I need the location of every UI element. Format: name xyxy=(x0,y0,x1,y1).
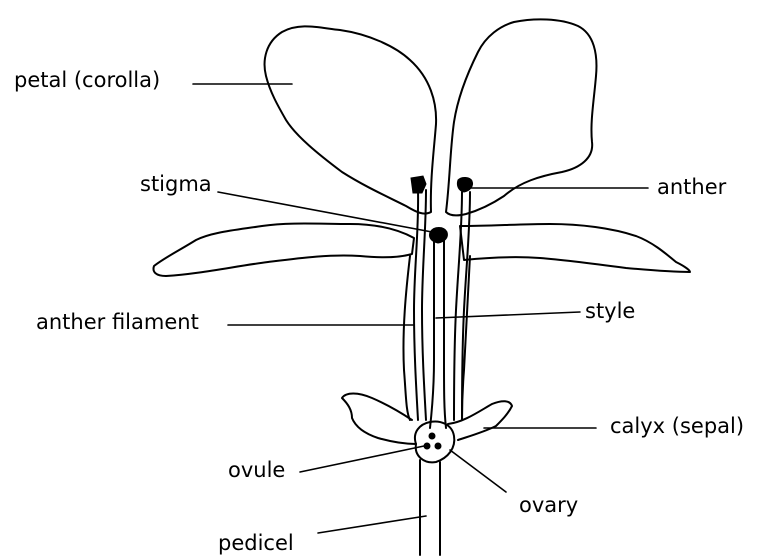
label-anther-filament: anther filament xyxy=(36,310,199,334)
label-stigma: stigma xyxy=(140,172,212,196)
style-line xyxy=(430,240,446,428)
ovule-dot-1 xyxy=(429,433,435,439)
left-sepal xyxy=(342,394,416,445)
label-pedicel: pedicel xyxy=(218,531,294,555)
right-anther xyxy=(457,177,472,192)
leader-pedicel xyxy=(318,516,426,533)
right-sepal xyxy=(448,401,512,440)
left-lower-petal xyxy=(154,224,415,277)
left-filament xyxy=(414,190,426,420)
ovule-dot-2 xyxy=(424,443,430,449)
ovule-dot-3 xyxy=(435,443,441,449)
left-anther xyxy=(411,176,426,193)
label-calyx: calyx (sepal) xyxy=(610,414,744,438)
label-anther: anther xyxy=(657,175,727,199)
pedicel-stalk xyxy=(420,460,440,555)
leader-style xyxy=(436,312,580,318)
ovary-outline xyxy=(415,422,454,463)
label-petal: petal (corolla) xyxy=(14,68,160,92)
leader-ovary xyxy=(450,450,506,492)
leader-stigma xyxy=(218,192,432,232)
leader-ovule xyxy=(300,446,424,472)
left-upper-petal xyxy=(265,26,437,213)
label-style: style xyxy=(585,299,635,323)
right-lower-petal xyxy=(460,224,690,272)
label-ovule: ovule xyxy=(228,458,285,482)
label-ovary: ovary xyxy=(519,493,578,517)
stigma-head xyxy=(429,228,447,244)
